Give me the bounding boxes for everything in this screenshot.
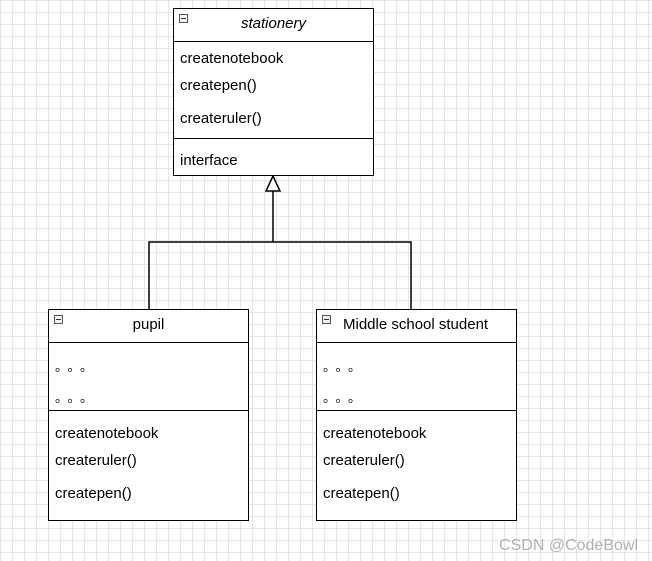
method-item: createpen(): [323, 485, 400, 502]
section-divider: [317, 410, 516, 411]
method-item: createruler(): [180, 110, 262, 127]
inheritance-line: [148, 241, 412, 309]
method-item: createnotebook: [55, 425, 159, 442]
attribute-placeholder: 。。。: [55, 359, 100, 374]
class-title: stationery: [240, 15, 307, 32]
method-item: createruler(): [323, 452, 405, 469]
section-divider: [49, 410, 248, 411]
collapse-icon[interactable]: [179, 14, 188, 23]
generalization-arrowhead: [264, 174, 282, 192]
interface-label: interface: [180, 152, 238, 169]
method-item: createnotebook: [180, 50, 284, 67]
class-header: stationery: [174, 9, 373, 42]
class-header: pupil: [49, 310, 248, 343]
class-title: Middle school student: [343, 316, 489, 333]
class-stationery[interactable]: stationery createnotebook createpen() cr…: [173, 8, 374, 176]
method-item: createnotebook: [323, 425, 427, 442]
class-middle-school-student[interactable]: Middle school student 。。。 。。。 createnote…: [316, 309, 517, 521]
class-header: Middle school student: [317, 310, 516, 343]
class-title: pupil: [132, 316, 165, 333]
collapse-icon[interactable]: [54, 315, 63, 324]
collapse-icon[interactable]: [322, 315, 331, 324]
class-pupil[interactable]: pupil 。。。 。。。 createnotebook createruler…: [48, 309, 249, 521]
method-item: createpen(): [180, 77, 257, 94]
section-divider: [174, 138, 373, 139]
attribute-placeholder: 。。。: [323, 359, 368, 374]
attribute-placeholder: 。。。: [55, 390, 100, 405]
method-item: createruler(): [55, 452, 137, 469]
attribute-placeholder: 。。。: [323, 390, 368, 405]
watermark: CSDN @CodeBowl: [499, 537, 638, 554]
method-item: createpen(): [55, 485, 132, 502]
